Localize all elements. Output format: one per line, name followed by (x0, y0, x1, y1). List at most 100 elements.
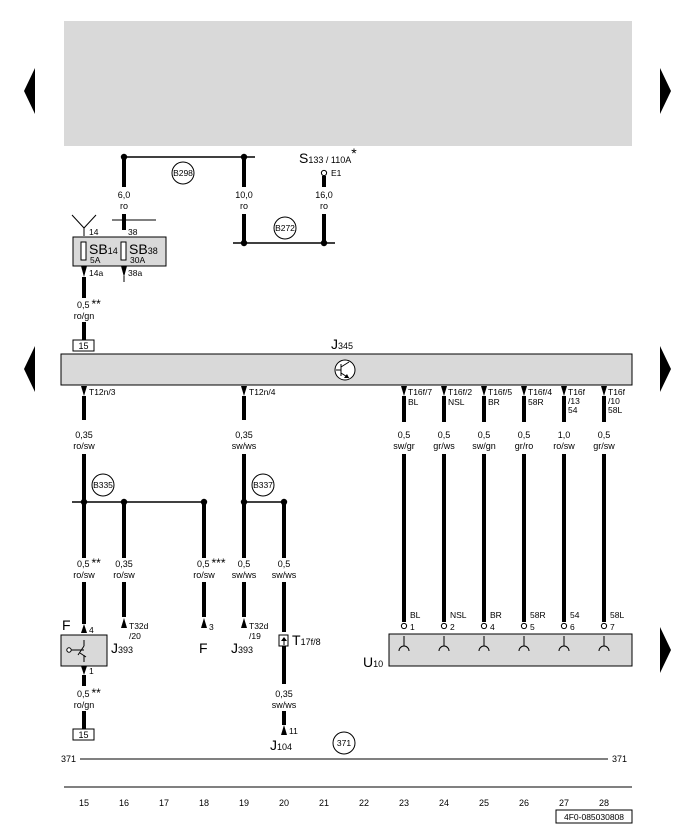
j393-b: J393 (231, 640, 253, 656)
svg-text:T16f: T16f (608, 387, 626, 397)
bubble-371-label: 371 (337, 738, 351, 748)
wire-10-color: ro (240, 201, 248, 211)
bubble-b337 (251, 473, 275, 497)
bubble-b272-label: B272 (275, 223, 295, 233)
wire-15-mid-size: 0,35 (75, 430, 93, 440)
nav-arrow-right-icon[interactable] (660, 68, 671, 114)
svg-text:5: 5 (530, 622, 535, 632)
t17f-8-label: T17f/8 (292, 632, 321, 648)
nav-arrow-right-icon[interactable] (660, 627, 671, 673)
svg-text:58L: 58L (610, 610, 624, 620)
wire-20-bottom-size: 0,35 (275, 689, 293, 699)
u10-socket-contacts (398, 636, 610, 652)
svg-text:18: 18 (199, 798, 209, 808)
svg-text:0,5: 0,5 (398, 430, 411, 440)
nav-arrow-left-icon[interactable] (24, 68, 35, 114)
terminal-15-bottom (72, 728, 95, 741)
svg-text:sw/gn: sw/gn (472, 441, 496, 451)
doc-code: 4F0-085030808 (564, 812, 624, 822)
svg-text:4: 4 (490, 622, 495, 632)
svg-text:/10: /10 (608, 396, 620, 406)
wire-15-lower-size: 0,5** (77, 556, 101, 570)
svg-text:BL: BL (410, 610, 421, 620)
bubble-b272 (273, 216, 297, 240)
u10-label: U10 (363, 654, 383, 670)
wire-19-lower-size: 0,5 (238, 559, 251, 569)
wire-15-bottom-color: ro/gn (74, 700, 95, 710)
fuse-sb14-rating: 5A (90, 255, 101, 265)
svg-text:17: 17 (159, 798, 169, 808)
ref-371-right: 371 (612, 754, 627, 764)
right-wire-24: T16f/2 NSL 0,5 gr/ws (433, 386, 472, 622)
right-wire-27: T16f /13 54 1,0 ro/sw (553, 386, 586, 622)
u10-module (388, 633, 633, 667)
svg-text:0,5: 0,5 (478, 430, 491, 440)
right-wire-26: T16f/4 58R 0,5 gr/ro (515, 386, 552, 622)
wire-16-lower-color: ro/sw (113, 570, 135, 580)
svg-text:2: 2 (450, 622, 455, 632)
t32d-19-l1: T32d (249, 621, 269, 631)
svg-text:1: 1 (410, 622, 415, 632)
svg-text:6: 6 (570, 622, 575, 632)
svg-text:gr/ws: gr/ws (433, 441, 455, 451)
doc-code-box (555, 809, 633, 824)
t32d-20-l1: T32d (129, 621, 149, 631)
pin-11: 11 (289, 726, 298, 736)
svg-text:15: 15 (79, 798, 89, 808)
f-label-b: F (199, 640, 208, 656)
svg-text:BL: BL (408, 397, 419, 407)
wire-6-size: 6,0 (118, 190, 131, 200)
pin-3: 3 (209, 622, 214, 632)
wire-20-lower-color: sw/ws (272, 570, 297, 580)
transistor-symbol-icon (334, 359, 356, 381)
svg-text:26: 26 (519, 798, 529, 808)
right-wire-28: T16f /10 58L 0,5 gr/sw (593, 386, 626, 622)
svg-text:NSL: NSL (450, 610, 467, 620)
bubble-b298 (171, 161, 195, 185)
j345-pin-t12n4: T12n/4 (249, 387, 276, 397)
wire-19-mid-size: 0,35 (235, 430, 253, 440)
bubble-b337-label: B337 (253, 480, 273, 490)
s133-contact-label: E1 (331, 168, 342, 178)
svg-text:20: 20 (279, 798, 289, 808)
wire-15-top-color: ro/gn (74, 311, 95, 321)
nav-arrow-right-icon[interactable] (660, 346, 671, 392)
svg-text:28: 28 (599, 798, 609, 808)
svg-text:25: 25 (479, 798, 489, 808)
svg-text:22: 22 (359, 798, 369, 808)
bubble-b298-label: B298 (173, 168, 193, 178)
bubble-b335 (91, 473, 115, 497)
svg-text:58R: 58R (530, 610, 546, 620)
right-wire-23: T16f/7 BL 0,5 sw/gr (393, 386, 432, 622)
t32d-19-l2: /19 (249, 631, 261, 641)
svg-text:19: 19 (239, 798, 249, 808)
svg-text:BR: BR (488, 397, 500, 407)
wire-16-size: 16,0 (315, 190, 333, 200)
fuse-pin-38a: 38a (128, 268, 142, 278)
fuse-pin-14: 14 (89, 227, 99, 237)
pin-1: 1 (89, 666, 94, 676)
fuse-symbol-icon (120, 241, 127, 261)
wire-15-bottom-size: 0,5** (77, 686, 101, 700)
t32d-20-l2: /20 (129, 631, 141, 641)
wire-19-lower-color: sw/ws (232, 570, 257, 580)
terminal-15-top (72, 339, 95, 352)
svg-text:gr/ro: gr/ro (515, 441, 534, 451)
nav-arrow-left-icon[interactable] (24, 346, 35, 392)
wire-18-lower-color: ro/sw (193, 570, 215, 580)
wire-16-lower-size: 0,35 (115, 559, 133, 569)
wire-16-color: ro (320, 201, 328, 211)
svg-text:0,5: 0,5 (438, 430, 451, 440)
wire-18-lower-size: 0,5*** (197, 556, 226, 570)
fuse-pin-38: 38 (128, 227, 138, 237)
wire-10-size: 10,0 (235, 190, 253, 200)
wire-15-top-size: 0,5** (77, 297, 101, 311)
svg-text:58R: 58R (528, 397, 544, 407)
svg-text:BR: BR (490, 610, 502, 620)
s133-contact (320, 169, 328, 177)
fuse-sb38-label: SB38 (129, 241, 158, 257)
wire-19-mid-color: sw/ws (232, 441, 257, 451)
wire-15-mid-color: ro/sw (73, 441, 95, 451)
j345-pin-t12n3: T12n/3 (89, 387, 116, 397)
